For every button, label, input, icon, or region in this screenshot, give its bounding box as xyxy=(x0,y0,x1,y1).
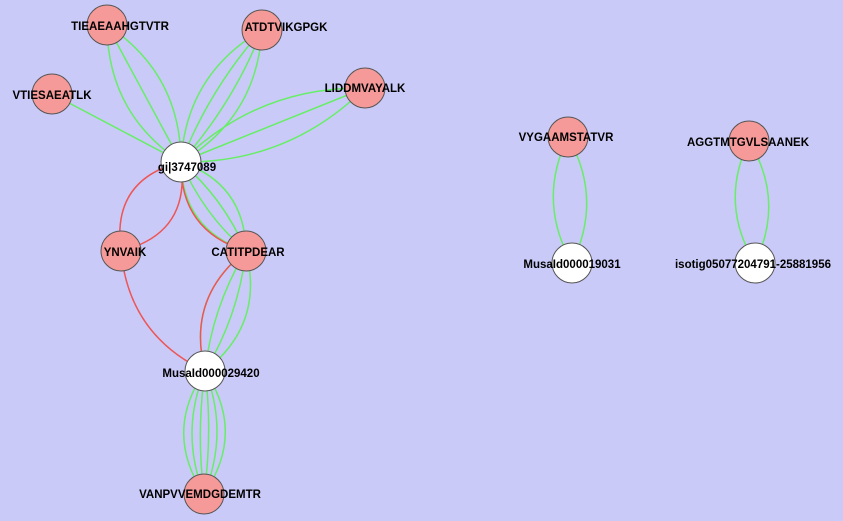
peptide-node-circle xyxy=(31,73,73,115)
peptide-node-circle xyxy=(183,473,225,515)
node-vygaa: VYGAAMSTATVR xyxy=(519,116,614,158)
node-label: MusaId000019031 xyxy=(523,259,621,271)
node-label: ATDTVIKGPGK xyxy=(245,22,329,34)
node-label: VANPVVEMDGDEMTR xyxy=(139,489,262,501)
edge-gi-atdtv-green-4 xyxy=(180,29,263,163)
edge-gi-atdtv-green-2 xyxy=(180,29,263,163)
node-aggtm: AGGTMTGVLSAANEK xyxy=(687,120,810,162)
node-gi: gi|3747089 xyxy=(158,141,216,183)
peptide-node-circle xyxy=(86,4,128,46)
node-ynvaik: YNVAIK xyxy=(100,230,147,272)
edge-layer xyxy=(51,24,770,495)
peptide-node-circle xyxy=(728,120,770,162)
node-liddm: LIDDMVAYALK xyxy=(325,67,406,109)
node-label: YNVAIK xyxy=(104,247,147,259)
node-musa19031: MusaId000019031 xyxy=(523,242,621,284)
node-label: TIEAEAAHGTVTR xyxy=(71,21,169,33)
protein-node-circle xyxy=(734,242,776,284)
edge-gi-vties-green-1 xyxy=(51,93,182,163)
node-label: MusaId000029420 xyxy=(162,368,259,380)
node-catit: CATITPDEAR xyxy=(211,230,285,272)
edge-gi-liddm-green-3 xyxy=(180,87,366,163)
peptide-node-circle xyxy=(241,9,283,51)
edge-gi-liddm-green-2 xyxy=(180,87,366,163)
peptide-node-circle xyxy=(100,230,142,272)
node-label: VTIESAEATLK xyxy=(12,90,92,102)
node-label: gi|3747089 xyxy=(158,162,216,174)
protein-node-circle xyxy=(551,242,593,284)
edge-ynvaik-musa29420-red-1 xyxy=(120,250,206,372)
node-tieae: TIEAEAAHGTVTR xyxy=(71,4,170,46)
node-atdtv: ATDTVIKGPGK xyxy=(241,9,329,51)
edge-gi-atdtv-green-1 xyxy=(180,29,263,163)
node-label: LIDDMVAYALK xyxy=(325,83,406,95)
node-label: AGGTMTGVLSAANEK xyxy=(687,137,810,149)
node-musa29420: MusaId000029420 xyxy=(162,350,260,392)
protein-node-circle xyxy=(184,350,226,392)
edge-gi-liddm-green-1 xyxy=(180,87,366,163)
node-label: VYGAAMSTATVR xyxy=(519,132,614,144)
node-vanpv: VANPVVEMDGDEMTR xyxy=(139,473,262,515)
node-vties: VTIESAEATLK xyxy=(12,73,92,115)
protein-node-circle xyxy=(160,141,202,183)
edge-gi-tieae-green-2 xyxy=(106,24,182,163)
edge-gi-atdtv-green-3 xyxy=(180,29,263,163)
node-layer: TIEAEAAHGTVTR ATDTVIKGPGK VTIESAEATLK LIDDM… xyxy=(12,4,831,515)
node-label: CATITPDEAR xyxy=(211,247,285,259)
node-isotig: isotig05077204791-25881956 xyxy=(675,242,831,284)
node-label: isotig05077204791-25881956 xyxy=(675,259,831,271)
peptide-node-circle xyxy=(344,67,386,109)
peptide-node-circle xyxy=(225,230,267,272)
peptide-node-circle xyxy=(547,116,589,158)
